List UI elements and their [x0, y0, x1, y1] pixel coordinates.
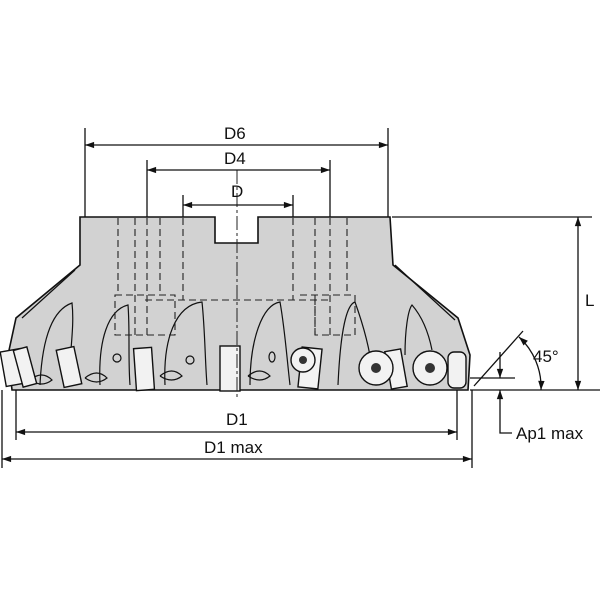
label-d6: D6	[224, 124, 246, 143]
label-d4: D4	[224, 149, 246, 168]
label-d1-max: D1 max	[204, 438, 263, 457]
dimension-lines	[1, 128, 600, 468]
inserts	[0, 345, 467, 392]
label-d1: D1	[226, 410, 248, 429]
label-d: D	[231, 182, 243, 201]
hidden-lines	[114, 218, 356, 336]
label-l: L	[585, 291, 594, 310]
label-angle: 45°	[533, 347, 559, 366]
cutter-body	[7, 216, 471, 391]
label-ap1-max: Ap1 max	[516, 424, 584, 443]
